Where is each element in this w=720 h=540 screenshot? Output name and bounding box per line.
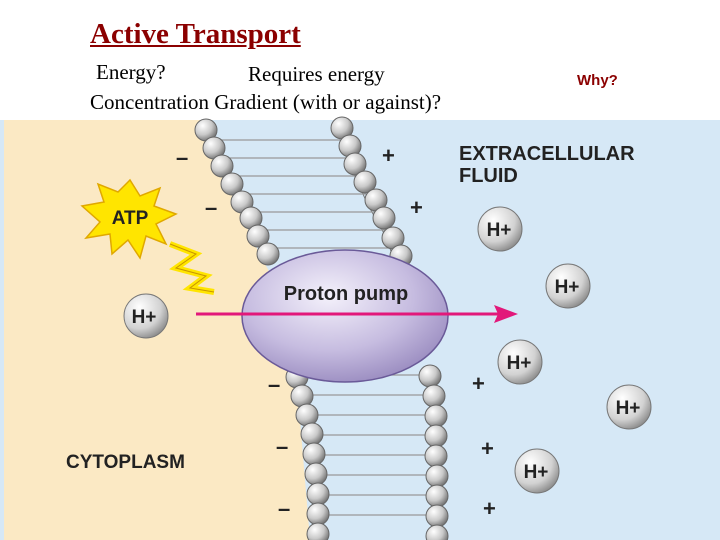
cytoplasm-label: CYTOPLASM	[66, 452, 185, 473]
extracellular-label: FLUID	[459, 165, 518, 187]
positive-charge: +	[382, 143, 395, 168]
positive-charge: +	[472, 371, 485, 396]
diagram-text: H+	[487, 220, 512, 241]
slide-title: Active Transport	[90, 18, 301, 50]
positive-charge: +	[410, 195, 423, 220]
negative-charge: –	[268, 372, 280, 397]
diagram-text: H+	[524, 462, 549, 483]
hydrogen-ion-extracellular: H+	[514, 448, 560, 494]
positive-charge: +	[481, 436, 494, 461]
negative-charge: –	[278, 496, 290, 521]
hydrogen-ion-extracellular: H+	[497, 339, 543, 385]
proton-pump: Proton pump	[241, 249, 449, 383]
positive-charge: +	[483, 496, 496, 521]
hydrogen-ion-cytoplasm: H+	[123, 293, 169, 339]
negative-charge: –	[205, 195, 217, 220]
atp-label: ATP	[112, 208, 149, 229]
why-label: Why?	[577, 72, 618, 89]
diagram-text: H+	[132, 307, 157, 328]
transport-arrow	[196, 305, 518, 323]
negative-charge: –	[176, 145, 188, 170]
diagram-text: H+	[507, 353, 532, 374]
hydrogen-ion-extracellular: H+	[477, 206, 523, 252]
diagram-text: H+	[616, 398, 641, 419]
extracellular-label: EXTRACELLULAR	[459, 143, 635, 165]
membrane-lower	[285, 364, 449, 540]
negative-charge: –	[276, 434, 288, 459]
atp-burst: ATP	[80, 178, 178, 260]
hydrogen-ion-extracellular: H+	[545, 263, 591, 309]
gradient-question: Concentration Gradient (with or against)…	[90, 90, 442, 114]
pump-label: Proton pump	[284, 283, 408, 305]
energy-question: Energy?	[96, 60, 166, 84]
membrane-upper	[194, 116, 413, 268]
hydrogen-ion-extracellular: H+	[606, 384, 652, 430]
diagram-text: H+	[555, 277, 580, 298]
energy-answer: Requires energy	[248, 62, 385, 86]
